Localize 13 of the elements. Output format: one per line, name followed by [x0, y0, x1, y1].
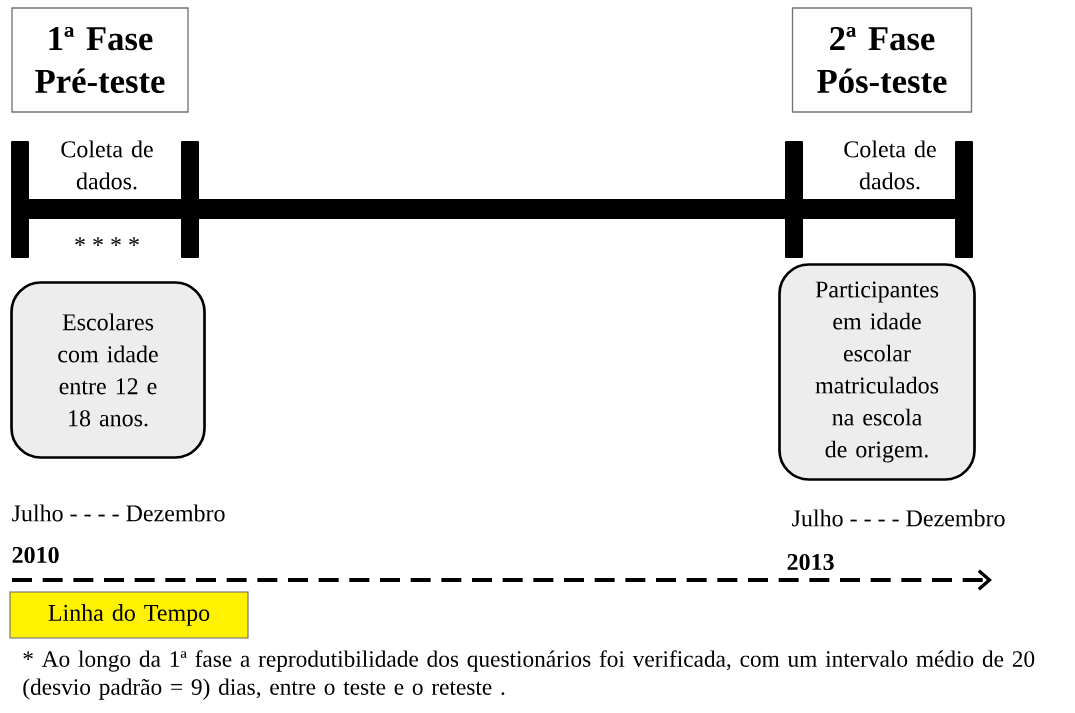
phase-box: 1ª Fase Pré-teste: [11, 7, 189, 113]
asterisk-marks: * * * *: [75, 237, 139, 246]
legend-box: Linha do Tempo: [9, 591, 249, 639]
participants-box: Escolares com idade entre 12 e 18 anos.: [10, 281, 206, 459]
participants-box: Participantes em idade escolar matriculados na escola de origem.: [778, 263, 976, 481]
period-label: Julho - - - - Dezembro: [12, 504, 225, 522]
phase-label: Coleta de dados.: [844, 140, 936, 190]
phase-label: Coleta de dados.: [61, 140, 153, 190]
phase-box: 2ª Fase Pós-teste: [791, 7, 973, 113]
footnote: * Ao longo da 1ª fase a reprodutibilidade dos questionários foi verificada, com um intervalo médio de 20 (desvio padrão = 9) dias, entre o teste e o reteste .: [23, 650, 1035, 700]
year-label: 2013: [787, 553, 834, 571]
year-label: 2010: [12, 546, 59, 564]
period-label: Julho - - - - Dezembro: [792, 509, 1005, 527]
